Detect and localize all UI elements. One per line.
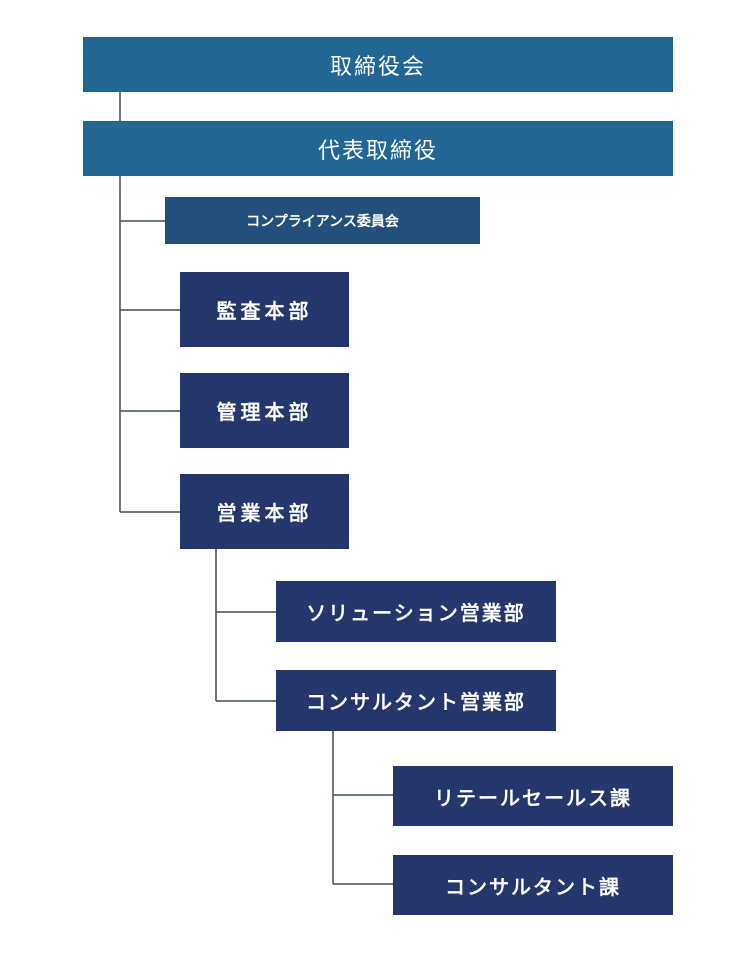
admin-division-label: 管理本部: [216, 400, 313, 424]
ceo-box: 代表取締役: [83, 121, 673, 176]
consultant-section-label: コンサルタント課: [445, 874, 621, 899]
retail-sales-section-box: リテールセールス課: [393, 766, 673, 826]
audit-division-box: 監査本部: [180, 272, 349, 347]
retail-sales-section-label: リテールセールス課: [434, 785, 632, 810]
board-of-directors-label: 取締役会: [329, 54, 426, 80]
sales-division-label: 営業本部: [216, 501, 313, 525]
consultant-section-box: コンサルタント課: [393, 855, 673, 915]
ceo-label: 代表取締役: [317, 138, 438, 164]
consulting-sales-dept-box: コンサルタント営業部: [276, 670, 556, 731]
compliance-committee-box: コンプライアンス委員会: [165, 197, 480, 244]
consulting-sales-dept-label: コンサルタント営業部: [306, 690, 526, 714]
solution-sales-dept-label: ソリューション営業部: [306, 601, 526, 625]
audit-division-label: 監査本部: [216, 299, 313, 323]
compliance-committee-label: コンプライアンス委員会: [246, 213, 399, 230]
solution-sales-dept-box: ソリューション営業部: [276, 581, 556, 642]
board-of-directors-box: 取締役会: [83, 37, 673, 92]
sales-division-box: 営業本部: [180, 474, 349, 549]
admin-division-box: 管理本部: [180, 373, 349, 448]
